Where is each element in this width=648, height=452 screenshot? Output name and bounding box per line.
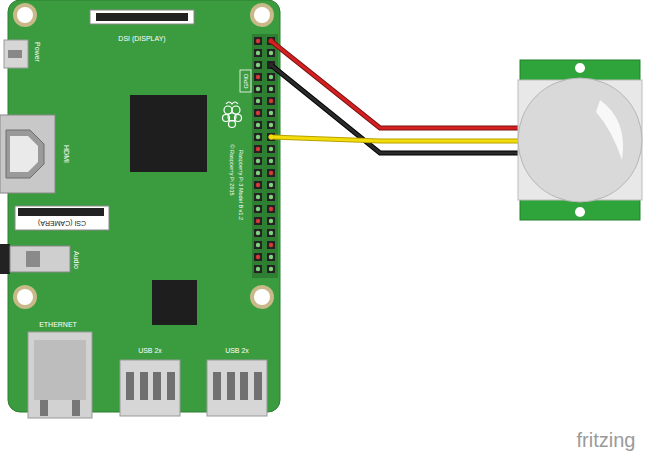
- part-label: CSI (CAMERA): [38, 220, 86, 227]
- part-label: DSI (DISPLAY): [118, 35, 165, 42]
- part-label: Audio: [73, 251, 80, 269]
- part-label: Power: [34, 42, 41, 62]
- hdmi-connector: [0, 115, 55, 193]
- watermark: fritzing: [577, 430, 636, 450]
- pir-sensor: [518, 60, 642, 220]
- part-label: USB 2x: [225, 347, 249, 354]
- dsi-connector: [90, 10, 194, 24]
- ethernet-port: [28, 332, 92, 418]
- part-label: Raspberry Pi 3 Model B v1.2: [237, 150, 243, 220]
- part-label: USB 2x: [138, 347, 162, 354]
- jumper-wires: [269, 39, 521, 154]
- usb-ethernet-chip: [152, 280, 197, 325]
- csi-connector: [15, 206, 109, 230]
- raspberry-logo: [223, 102, 242, 128]
- audio-jack: [0, 244, 70, 274]
- power-connector: [4, 40, 28, 68]
- processor-chip: [130, 95, 207, 172]
- gpio-label-frame: [240, 70, 251, 92]
- pi-board: [8, 0, 280, 412]
- part-label: ETHERNET: [39, 321, 77, 328]
- part-label: GPIO: [243, 73, 249, 88]
- usb-port: [207, 360, 267, 416]
- part-label: HDMI: [63, 145, 70, 163]
- gpio-pins: [254, 37, 275, 273]
- part-label: © Raspberry Pi 2015: [228, 144, 234, 195]
- usb-port: [120, 360, 180, 416]
